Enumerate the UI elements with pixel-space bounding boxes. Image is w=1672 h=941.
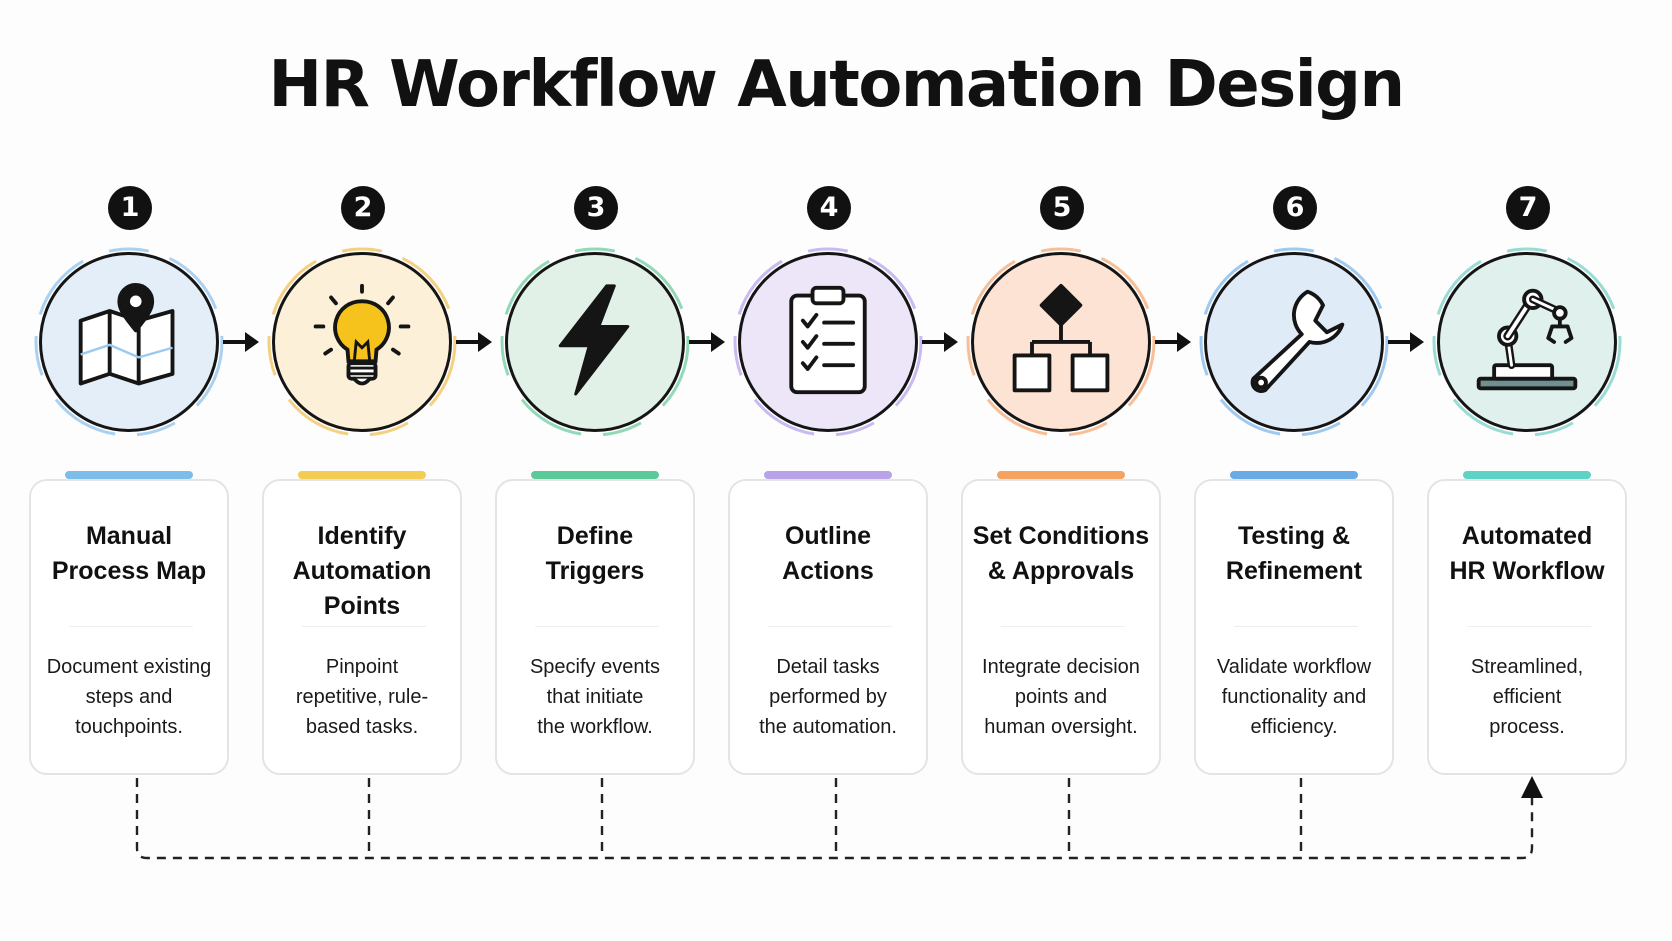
step-title: Manual Process Map xyxy=(51,522,207,585)
step-halo-ring xyxy=(500,247,690,437)
card-divider xyxy=(302,626,426,627)
process-step-1: 1 Manual Process Map Document existing s… xyxy=(29,0,229,941)
step-title: Outline Actions xyxy=(782,522,874,585)
lightbulb-icon xyxy=(304,282,420,403)
clipboard-checklist-icon xyxy=(770,282,886,403)
flow-arrow xyxy=(920,329,960,355)
process-step-2: 2 Identify Automation Points Pinpoint re… xyxy=(262,0,462,941)
map-pin-icon xyxy=(71,282,187,403)
step-number-badge: 2 xyxy=(341,186,385,230)
step-accent-bar xyxy=(65,471,193,479)
step-icon-circle xyxy=(272,252,452,432)
process-step-3: 3 Define Triggers Specify events that in… xyxy=(495,0,695,941)
process-step-4: 4 Outline Actions Detail tasks performed… xyxy=(728,0,928,941)
process-step-5: 5 Set Conditions & Approvals Integrate d… xyxy=(961,0,1161,941)
step-title: Identify Automation Points xyxy=(292,522,432,620)
step-card: Manual Process Map Document existing ste… xyxy=(29,479,229,775)
step-number-badge: 4 xyxy=(807,186,851,230)
step-halo-ring xyxy=(1432,247,1622,437)
flow-arrow xyxy=(454,329,494,355)
step-icon-circle xyxy=(505,252,685,432)
flow-arrow xyxy=(1153,329,1193,355)
card-divider xyxy=(535,626,659,627)
card-divider xyxy=(69,626,193,627)
page-title: HR Workflow Automation Design xyxy=(268,48,1406,122)
step-accent-bar xyxy=(1230,471,1358,479)
step-icon-circle xyxy=(971,252,1151,432)
step-number-badge: 5 xyxy=(1040,186,1084,230)
step-halo-ring xyxy=(966,247,1156,437)
card-divider xyxy=(1001,626,1125,627)
card-divider xyxy=(1467,626,1591,627)
step-halo-ring xyxy=(1199,247,1389,437)
step-description: Specify events that initiate the workflo… xyxy=(529,656,661,738)
step-accent-bar xyxy=(997,471,1125,479)
step-description: Pinpoint repetitive, rule- based tasks. xyxy=(295,656,429,738)
step-accent-bar xyxy=(298,471,426,479)
step-title: Testing & Refinement xyxy=(1225,522,1363,585)
robotic-arm-icon xyxy=(1469,282,1585,403)
flow-arrow xyxy=(1386,329,1426,355)
flow-arrow xyxy=(221,329,261,355)
step-card: Identify Automation Points Pinpoint repe… xyxy=(262,479,462,775)
decision-flowchart-icon xyxy=(1003,282,1119,403)
step-accent-bar xyxy=(531,471,659,479)
step-title: Automated HR Workflow xyxy=(1449,522,1605,585)
step-description: Detail tasks performed by the automation… xyxy=(759,656,897,738)
flow-arrow xyxy=(687,329,727,355)
step-icon-circle xyxy=(39,252,219,432)
step-icon-circle xyxy=(1204,252,1384,432)
card-divider xyxy=(768,626,892,627)
step-card: Set Conditions & Approvals Integrate dec… xyxy=(961,479,1161,775)
process-step-6: 6 Testing & Refinement Validate workflow… xyxy=(1194,0,1394,941)
step-halo-ring xyxy=(733,247,923,437)
step-accent-bar xyxy=(1463,471,1591,479)
process-step-7: 7 Automated HR Workflow Streamlined, eff… xyxy=(1427,0,1627,941)
step-description: Document existing steps and touchpoints. xyxy=(46,656,212,738)
step-accent-bar xyxy=(764,471,892,479)
wrench-icon xyxy=(1236,282,1352,403)
step-description: Streamlined, efficient process. xyxy=(1470,656,1584,738)
step-number-badge: 3 xyxy=(574,186,618,230)
step-card: Outline Actions Detail tasks performed b… xyxy=(728,479,928,775)
step-description: Validate workflow functionality and effi… xyxy=(1216,656,1372,738)
card-divider xyxy=(1234,626,1358,627)
step-card: Automated HR Workflow Streamlined, effic… xyxy=(1427,479,1627,775)
step-title: Set Conditions & Approvals xyxy=(972,522,1150,585)
step-icon-circle xyxy=(738,252,918,432)
lightning-bolt-icon xyxy=(537,282,653,403)
step-halo-ring xyxy=(267,247,457,437)
step-card: Testing & Refinement Validate workflow f… xyxy=(1194,479,1394,775)
step-description: Integrate decision points and human over… xyxy=(982,656,1140,738)
step-card: Define Triggers Specify events that init… xyxy=(495,479,695,775)
step-icon-circle xyxy=(1437,252,1617,432)
step-number-badge: 6 xyxy=(1273,186,1317,230)
step-halo-ring xyxy=(34,247,224,437)
step-number-badge: 1 xyxy=(108,186,152,230)
step-title: Define Triggers xyxy=(545,522,645,585)
step-number-badge: 7 xyxy=(1506,186,1550,230)
